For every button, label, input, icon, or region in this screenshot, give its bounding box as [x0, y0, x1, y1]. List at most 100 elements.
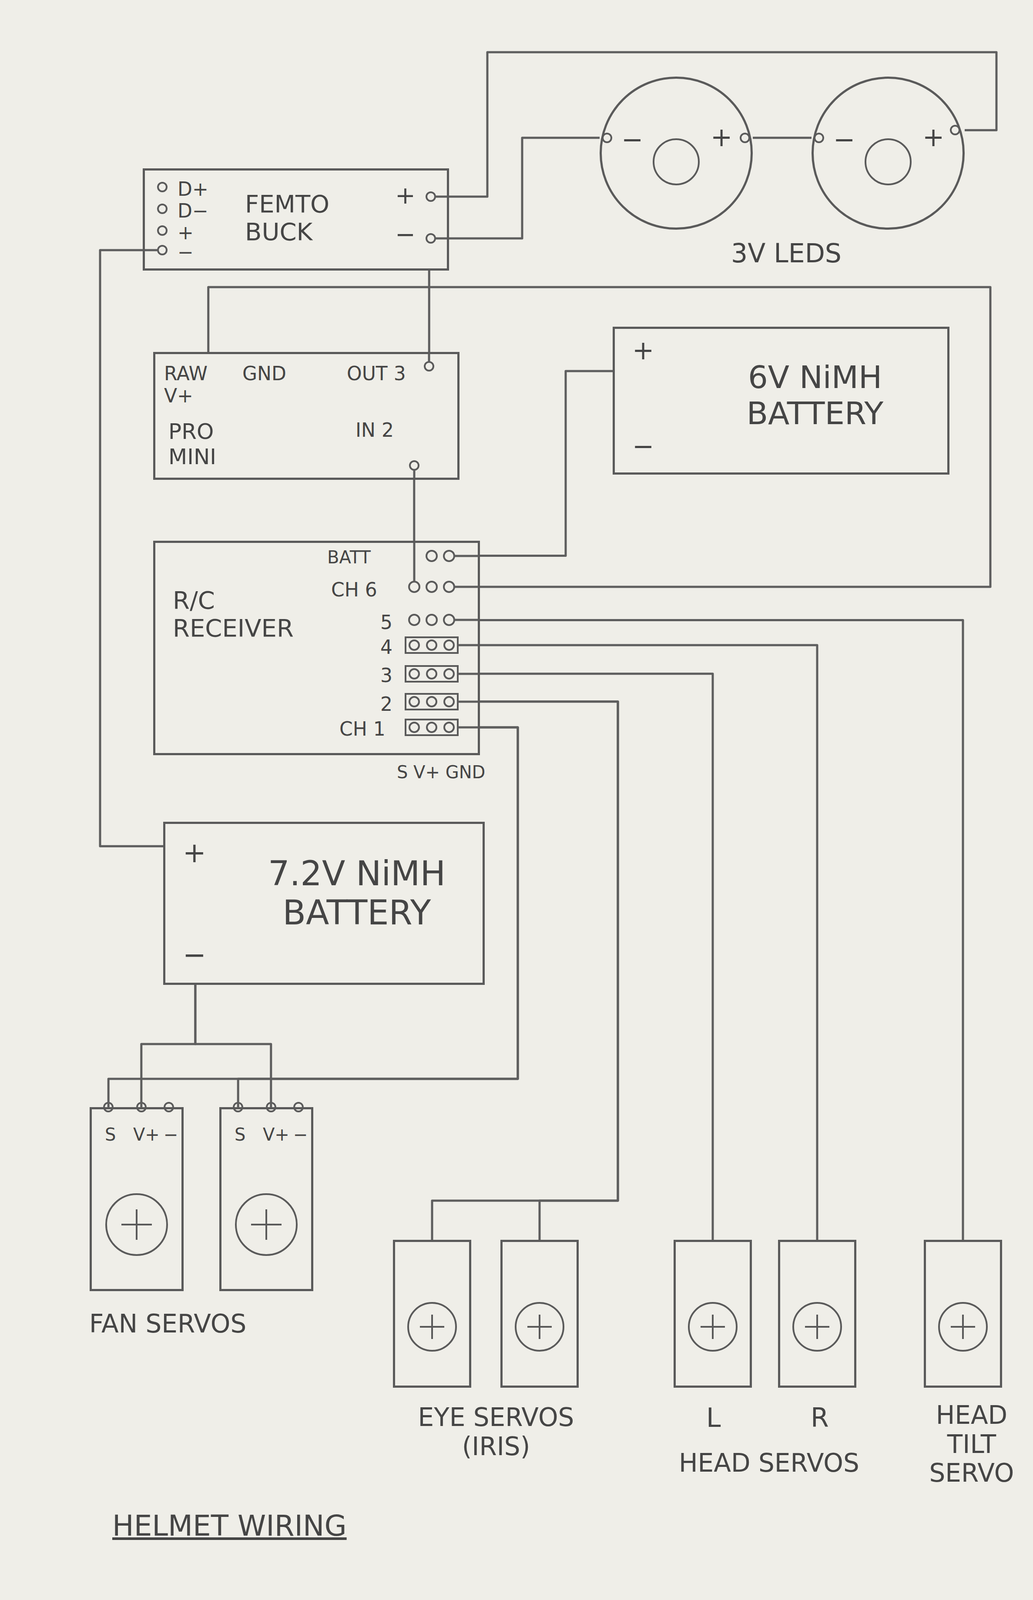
microcontroller-board: RAW V+GNDOUT 3PRO MINIIN 2	[153, 352, 460, 480]
node-label: IN 2	[355, 419, 394, 442]
led-lens	[653, 139, 699, 185]
annotation-label: FAN SERVOS	[89, 1309, 247, 1339]
terminal	[424, 362, 434, 371]
buck-converter: D+D−+−FEMTO BUCK+−	[142, 168, 450, 271]
node-label: −	[163, 1124, 179, 1145]
wire	[449, 137, 600, 239]
node-label: −	[293, 1124, 309, 1145]
node-label: FEMTO BUCK	[244, 190, 359, 247]
pin	[426, 640, 437, 651]
node-label: 5	[380, 611, 393, 634]
wire	[479, 645, 818, 1241]
node-label: CH 1	[339, 718, 386, 741]
pin	[426, 669, 437, 679]
pin	[444, 640, 454, 651]
terminal	[409, 461, 419, 470]
node-label: −	[182, 939, 207, 972]
pin	[409, 640, 420, 651]
terminal	[740, 133, 750, 143]
pin-header	[405, 719, 458, 736]
node-label: L	[706, 1403, 721, 1434]
wire	[479, 674, 713, 1241]
pin	[443, 581, 455, 593]
pin	[426, 722, 437, 733]
terminal	[950, 125, 960, 135]
pin	[426, 550, 437, 562]
rc-receiver: BATTR/C RECEIVERCH 65432CH 1	[153, 540, 480, 756]
node-label: S	[234, 1124, 246, 1145]
fan-servo: SV+−	[219, 1107, 314, 1292]
node-label: −	[177, 241, 194, 264]
head-servo: L	[673, 1240, 752, 1389]
fan-servo: S V+−	[89, 1107, 184, 1292]
tilt-servo: HEAD TILT SERVO	[923, 1240, 1003, 1389]
annotation-label: 3V LEDS	[731, 238, 842, 269]
node-label: 4	[380, 636, 393, 659]
terminal	[814, 133, 824, 143]
node-label: +	[632, 335, 655, 366]
pin-stubs	[142, 196, 480, 728]
node-label: D−	[177, 200, 209, 223]
wire	[427, 270, 431, 353]
node-label: HEAD TILT SERVO	[921, 1401, 1022, 1489]
annotation-label: S V+ GND	[396, 762, 486, 783]
node-label: PRO MINI	[168, 419, 247, 470]
wire	[412, 479, 416, 541]
node-label: +	[922, 122, 945, 153]
node-label: S	[104, 1124, 116, 1145]
pin	[409, 669, 420, 679]
node-label: BATT	[327, 547, 371, 568]
terminal	[157, 226, 167, 235]
node-label: V+	[133, 1124, 160, 1145]
node-label: 7.2V NiMH BATTERY	[239, 854, 475, 933]
pin-header	[405, 694, 458, 710]
terminals	[103, 125, 960, 1112]
wire	[479, 620, 963, 1241]
node-label: −	[621, 124, 644, 155]
wire	[449, 52, 997, 197]
eye-servo	[500, 1240, 579, 1389]
pin-header	[405, 666, 458, 682]
node-label: OUT 3	[346, 362, 406, 386]
annotation-label: HEAD SERVOS	[678, 1448, 860, 1479]
node-label: +	[177, 221, 194, 245]
pin	[443, 550, 455, 562]
terminal	[602, 133, 612, 143]
led-lens	[865, 139, 911, 185]
wire	[479, 701, 618, 1241]
pin	[409, 697, 420, 707]
node-label: R/C RECEIVER	[172, 586, 323, 643]
pin	[409, 722, 420, 733]
pin	[426, 581, 437, 593]
node-label: +	[182, 837, 207, 870]
wire	[479, 371, 613, 557]
node-label: −	[632, 431, 655, 462]
battery-pack: +7.2V NiMH BATTERY−	[163, 821, 485, 986]
pin	[444, 697, 454, 707]
eye-servo	[392, 1240, 472, 1389]
node-label: 2	[380, 693, 393, 716]
pin	[444, 669, 454, 679]
node-label: D+	[177, 178, 209, 201]
pin	[426, 697, 437, 707]
node-label: RAW V+	[164, 362, 225, 407]
wire	[195, 985, 272, 1108]
wire	[432, 701, 618, 1241]
node-label: R	[810, 1403, 829, 1434]
pin	[409, 581, 420, 593]
pin	[409, 614, 420, 626]
wire	[141, 985, 196, 1108]
led-circle: −+	[599, 76, 753, 230]
terminal	[157, 182, 167, 192]
terminal	[157, 245, 167, 255]
wire	[108, 727, 518, 1108]
pin	[443, 614, 455, 626]
node-label: +	[395, 181, 416, 210]
battery-pack: +6V NiMH BATTERY−	[612, 326, 950, 475]
terminal	[426, 192, 436, 202]
node-label: −	[395, 220, 416, 249]
node-label: 3	[380, 664, 393, 688]
terminal	[157, 204, 167, 214]
